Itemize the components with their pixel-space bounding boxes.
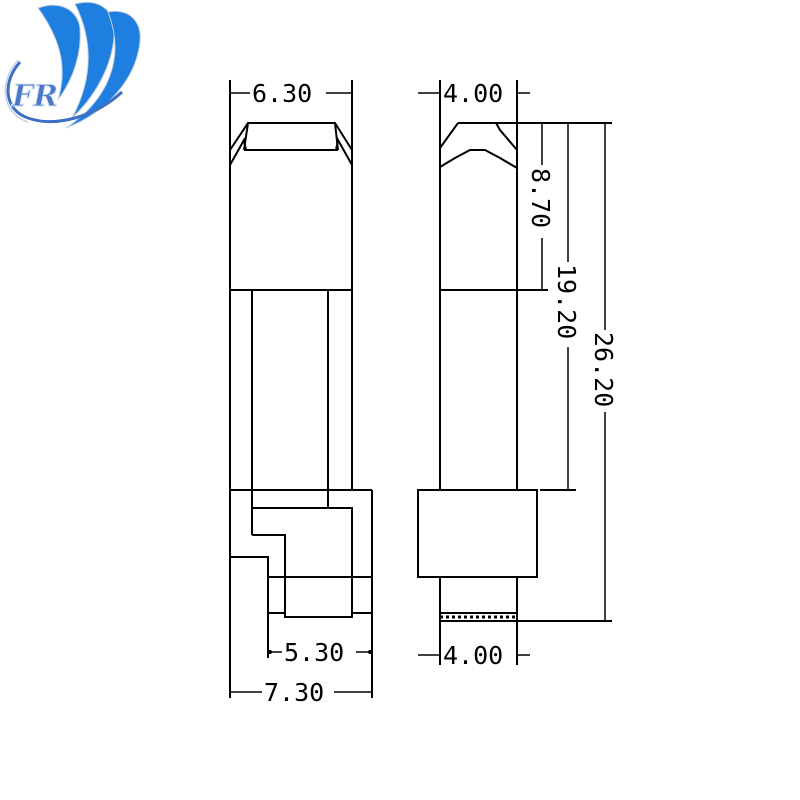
side-view — [417, 80, 612, 665]
logo-ring — [6, 60, 124, 123]
logo-swoosh-1 — [37, 4, 81, 101]
front-view — [229, 80, 373, 698]
fr-logo: FR — [4, 1, 141, 129]
dim-label-19-20: 19.20 — [552, 264, 581, 339]
dimension-total-height: 26.20 — [589, 123, 618, 621]
dim-label-6-30: 6.30 — [252, 79, 312, 108]
dimension-bottom-inner-width-front: 5.30 — [268, 638, 372, 667]
dim-label-26-20: 26.20 — [589, 332, 618, 407]
dim-label-8-70: 8.70 — [526, 168, 555, 228]
dim-label-5-30: 5.30 — [284, 638, 344, 667]
logo-ring-outline — [4, 59, 29, 123]
logo-swoosh-2 — [71, 1, 115, 119]
dimension-cap-height: 8.70 — [526, 123, 555, 290]
dim-label-7-30: 7.30 — [264, 678, 324, 707]
dimension-top-width-front: 6.30 — [230, 79, 352, 108]
dimension-bottom-width-side: 4.00 — [418, 641, 530, 670]
dim-label-4-00-top: 4.00 — [443, 79, 503, 108]
hatched-band — [439, 612, 518, 622]
dimension-body-height: 19.20 — [552, 123, 581, 490]
dim-label-4-00-bottom: 4.00 — [443, 641, 503, 670]
dimension-bottom-outer-width-front: 7.30 — [230, 678, 372, 707]
logo-text: FR — [11, 79, 58, 114]
dimension-top-width-side: 4.00 — [418, 79, 530, 108]
